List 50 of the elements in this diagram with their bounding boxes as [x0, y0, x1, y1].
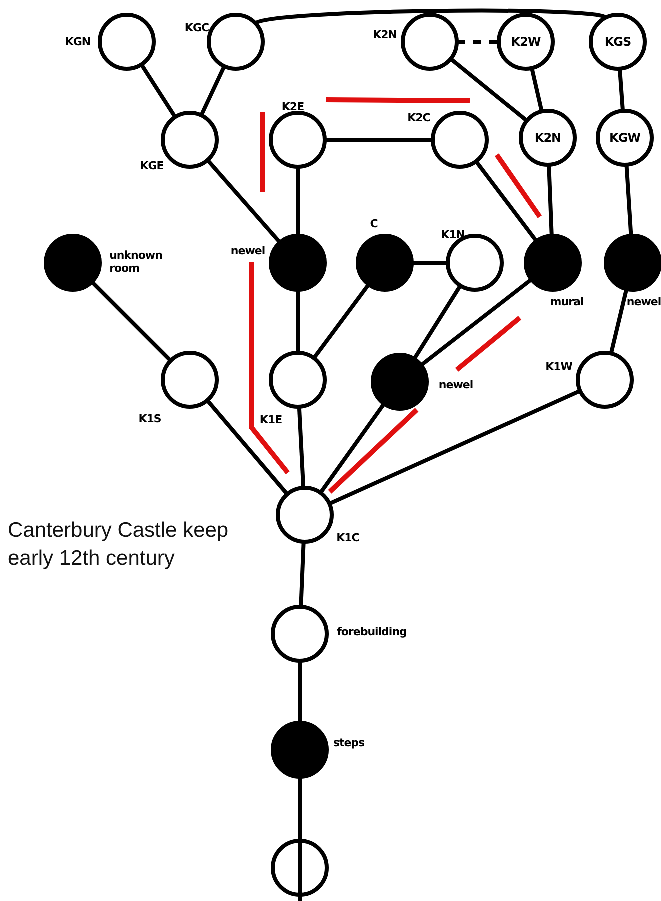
connector-line [412, 284, 462, 360]
room-label: mural [550, 295, 584, 309]
connector-line [420, 278, 533, 367]
connector-line [457, 40, 499, 44]
room-label: K2W [511, 34, 541, 50]
connector-line [547, 164, 554, 236]
room-label: C [370, 217, 378, 231]
room-label: newel [230, 244, 266, 258]
connector-line [450, 58, 528, 122]
connector-line [298, 661, 302, 723]
connector-line [200, 66, 226, 116]
room-label: K1W [546, 360, 572, 374]
connector-line [299, 542, 306, 608]
room-label: K2C [408, 111, 430, 125]
connector-line [296, 290, 300, 353]
diagram-title: Canterbury Castle keep early 12th century [8, 518, 230, 572]
connector-line [296, 167, 300, 236]
connector-line [90, 280, 172, 362]
connector-line [206, 158, 282, 244]
connector-line [412, 261, 448, 265]
connector-line [624, 164, 634, 236]
connector-line [312, 283, 370, 360]
room-label: KGN [65, 35, 91, 49]
connector-line [298, 777, 302, 841]
room-label: forebuilding [337, 625, 407, 639]
connector-line [530, 68, 544, 112]
room-label: newel [626, 295, 661, 309]
connector-line [206, 399, 290, 496]
room-label: KGE [140, 159, 164, 173]
room-label: K1C [336, 531, 360, 545]
room-label: steps [333, 736, 365, 750]
room-label: K1S [138, 412, 162, 426]
connector-line [319, 402, 386, 494]
room-label: K2E [282, 100, 304, 114]
room-label: KGC [184, 21, 210, 35]
room-label: KGW [610, 130, 640, 146]
room-label: unknown room [110, 248, 162, 276]
connector-line [255, 8, 607, 26]
room-label: K1E [260, 413, 282, 427]
room-label: KGS [604, 34, 632, 50]
connector-line [325, 138, 433, 142]
room-label: newel [438, 378, 474, 392]
connector-line [618, 68, 626, 112]
connector-line [609, 288, 629, 354]
connector-line [297, 406, 306, 488]
room-label: K2N [534, 130, 562, 146]
connector-line [140, 64, 178, 118]
room-label: K2N [373, 28, 397, 42]
connector-line [328, 389, 582, 506]
connector-line [474, 160, 538, 243]
